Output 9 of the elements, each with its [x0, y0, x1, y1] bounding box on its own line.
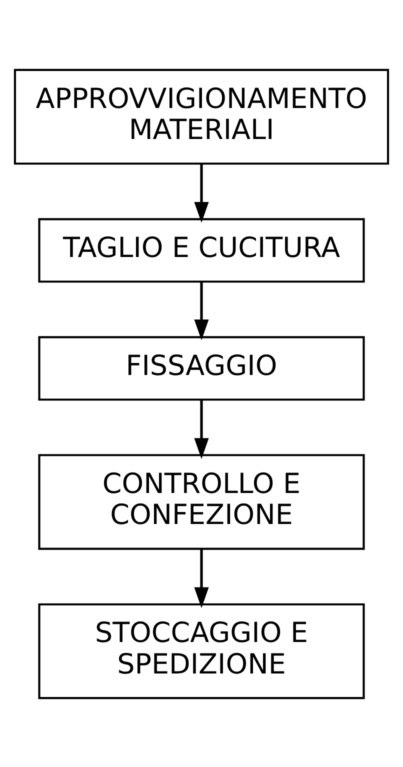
node-box: STOCCAGGIO E SPEDIZIONE: [38, 602, 365, 699]
arrow: [194, 164, 209, 222]
node-box: CONTROLLO E CONFEZIONE: [38, 454, 365, 550]
node-box: APPROVVIGIONAMENTO MATERIALI: [14, 68, 390, 164]
arrow: [194, 399, 209, 458]
arrow: [194, 282, 209, 340]
arrow: [194, 548, 209, 608]
node-box: TAGLIO E CUCITURA: [38, 218, 365, 282]
node-box: FISSAGGIO: [38, 336, 365, 400]
